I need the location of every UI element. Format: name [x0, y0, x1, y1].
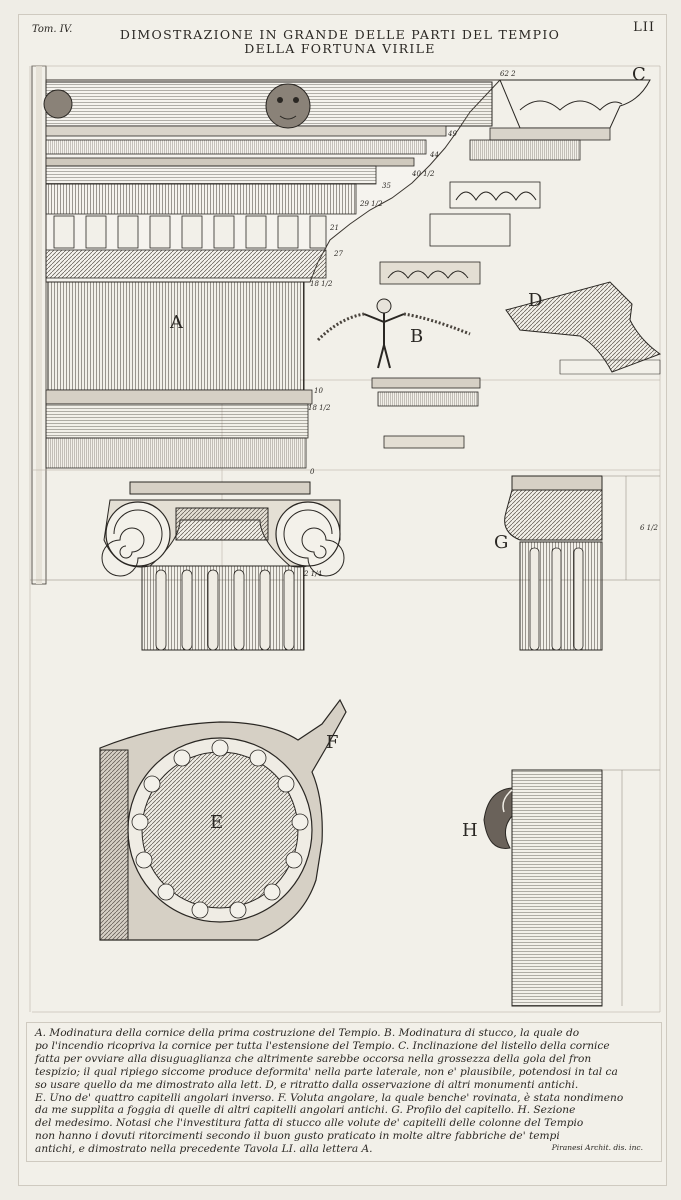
- letter-f: F: [326, 732, 339, 753]
- caption-line: so usare quello da me dimostrato alla le…: [35, 1078, 579, 1091]
- plate-number: LII: [633, 20, 655, 35]
- letter-g: G: [494, 532, 509, 553]
- measure-13: 2 1/4: [303, 570, 322, 578]
- caption-line: del medesimo. Notasi che l'investitura f…: [35, 1117, 584, 1130]
- ionic-capital-elevation: [101, 481, 345, 651]
- caption-line: non hanno i dovuti ritorcimenti secondo …: [35, 1130, 560, 1143]
- measure-10: 10: [314, 387, 323, 395]
- letter-h: H: [462, 820, 478, 841]
- measure-9: 18 1/2: [310, 280, 333, 288]
- measurement-labels: 62 2 49 44 40 1/2 35 29 1/2 27 21 18 1/2…: [303, 70, 658, 578]
- corner-capital-plan-e: [99, 698, 347, 941]
- measure-11: 18 1/2: [308, 404, 331, 412]
- caption-block: A. Modinatura della cornice della prima …: [26, 1022, 662, 1162]
- caption-line: tespizio; il qual ripiego siccome produc…: [35, 1065, 618, 1078]
- plate-title: DIMOSTRAZIONE IN GRANDE DELLE PARTI DEL …: [90, 28, 590, 56]
- measure-3: 44: [429, 151, 439, 159]
- cornice-profile-a: [43, 79, 502, 469]
- caption-line: da me supplita a foggia di quelle di alt…: [35, 1104, 576, 1117]
- measure-14: 6 1/2: [640, 524, 658, 532]
- caption-line: antichi, e dimostrato nella precedente T…: [35, 1143, 373, 1156]
- caption-line: A. Modinatura della cornice della prima …: [35, 1027, 580, 1039]
- measure-7: 27: [333, 250, 343, 258]
- caption-line: po l'incendio ricopriva la cornice per t…: [35, 1039, 610, 1052]
- letter-c: C: [632, 64, 646, 85]
- capital-profile-g: [504, 475, 660, 651]
- letter-e: E: [210, 812, 224, 833]
- engraver-signature: Piranesi Archit. dis. inc.: [551, 1143, 643, 1153]
- caption-line: fatta per ovviare alla disuguaglianza ch…: [35, 1052, 592, 1065]
- caption-line: E. Uno de' quattro capitelli angolari in…: [35, 1091, 624, 1104]
- letter-a: A: [170, 312, 183, 333]
- measure-1: 62 2: [500, 70, 516, 78]
- measure-6: 29 1/2: [359, 200, 383, 208]
- measure-12: 0: [310, 468, 315, 476]
- volume-label: Tom. IV.: [32, 24, 73, 35]
- letter-d: D: [528, 290, 543, 311]
- cornice-inclination-c: [379, 79, 651, 285]
- title-line-1: DIMOSTRAZIONE IN GRANDE DELLE PARTI DEL …: [119, 27, 561, 42]
- capital-section-h: [483, 769, 660, 1007]
- measure-2: 49: [447, 130, 457, 138]
- flute-ring: [131, 739, 309, 919]
- letter-b: B: [410, 326, 424, 347]
- measure-5: 35: [382, 182, 391, 190]
- measure-8: 21: [329, 224, 339, 232]
- stucco-molding-b: [316, 298, 481, 449]
- measure-4: 40 1/2: [411, 170, 435, 178]
- title-line-2: DELLA FORTUNA VIRILE: [244, 41, 436, 56]
- profile-d: [505, 281, 662, 375]
